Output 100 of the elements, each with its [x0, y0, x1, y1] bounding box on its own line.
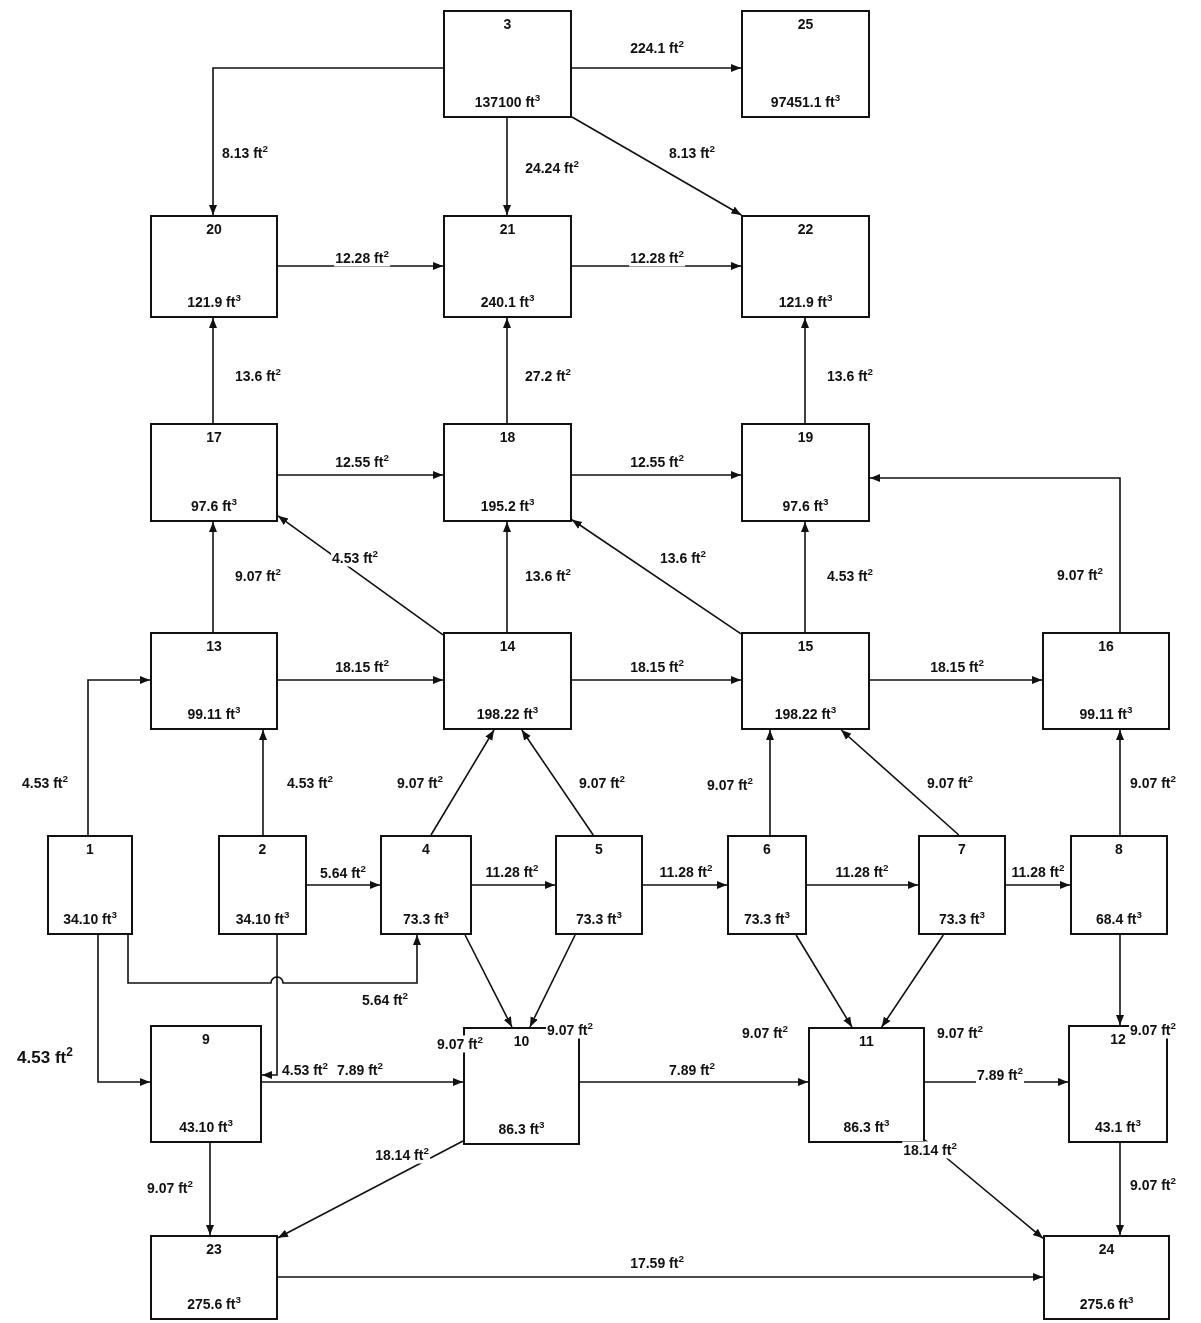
volume-label: 43.1 ft$^{3}$ [1095, 1117, 1141, 1135]
volume-label: 86.3 ft$^{3}$ [498, 1119, 545, 1137]
arrow [209, 317, 217, 424]
volume-label: 275.6 ft$^{3}$ [1079, 1294, 1134, 1312]
node-number: 5 [595, 841, 603, 857]
node-number: 13 [206, 638, 222, 654]
edge-label: 18.14 ft$^{2}$ [902, 1141, 958, 1159]
node-number: 15 [797, 638, 814, 654]
tank-box [47, 835, 133, 935]
volume-label: 73.3 ft$^{3}$ [576, 909, 622, 927]
arrow [571, 64, 742, 72]
node-number: 6 [763, 841, 771, 857]
volume-label: 198.22 ft$^{3}$ [774, 704, 837, 722]
tank-box [443, 632, 572, 730]
edge-label: 9.07 ft$^{2}$ [1129, 1021, 1177, 1039]
arrow [503, 117, 511, 216]
tank-box [150, 1235, 278, 1320]
volume-label: 275.6 ft$^{3}$ [187, 1294, 241, 1312]
arrow [471, 881, 556, 889]
arrow [869, 474, 1121, 633]
arrow [1116, 934, 1124, 1026]
arrow [521, 729, 594, 836]
node-number: 4 [422, 841, 430, 857]
volume-label: 121.9 ft$^{3}$ [187, 292, 241, 310]
node-number: 2 [258, 841, 267, 857]
volume-label: 97.6 ft$^{3}$ [191, 496, 237, 514]
arrow [87, 676, 151, 836]
arrow [571, 116, 743, 216]
volume-label: 198.22 ft$^{3}$ [476, 704, 539, 722]
tank-box [150, 632, 278, 730]
volume-label: 68.4 ft$^{3}$ [1096, 909, 1142, 927]
node-number: 19 [797, 429, 814, 445]
volume-label: 97.6 ft$^{3}$ [782, 496, 829, 514]
volume-label: 240.1 ft$^{3}$ [480, 292, 535, 310]
tank-box [150, 423, 278, 522]
arrow [1116, 1142, 1124, 1236]
arrow [430, 729, 495, 836]
arrow [259, 729, 267, 836]
node-number: 12 [1110, 1031, 1126, 1047]
arrow [464, 934, 513, 1028]
tank-box [741, 423, 870, 522]
tank-box [727, 835, 807, 935]
arrow [306, 881, 381, 889]
volume-label: 121.9 ft$^{3}$ [778, 292, 833, 310]
edge-label: 9.07 ft$^{2}$ [436, 1035, 484, 1053]
tank-box [463, 1027, 580, 1145]
tank-box [443, 423, 572, 522]
edge-label: 7.89 ft$^{2}$ [976, 1066, 1024, 1084]
arrow [880, 934, 945, 1028]
volume-label: 195.2 ft$^{3}$ [480, 496, 535, 514]
tank-box [741, 10, 870, 118]
tank-box [1043, 1235, 1170, 1320]
node-number: 16 [1098, 638, 1114, 654]
node-number: 17 [206, 429, 222, 445]
volume-label: 73.3 ft$^{3}$ [939, 909, 985, 927]
arrow [801, 317, 809, 424]
arrow [209, 521, 217, 633]
volume-label: 86.3 ft$^{3}$ [843, 1117, 890, 1135]
arrow [571, 471, 742, 479]
tank-box [555, 835, 643, 935]
volume-label: 73.3 ft$^{3}$ [744, 909, 790, 927]
arrow [503, 317, 511, 424]
arrow [571, 518, 742, 635]
tank-box [808, 1027, 925, 1143]
node-number: 21 [499, 221, 516, 237]
edge-label: 12.28 ft$^{2}$ [334, 249, 390, 267]
edge-label: 9.07 ft$^{2}$ [546, 1021, 594, 1039]
volume-label: 137100 ft$^{3}$ [474, 92, 541, 110]
arrow [1116, 729, 1124, 836]
node-number: 7 [958, 841, 966, 857]
node-number: 18 [499, 429, 516, 445]
edge-label: 12.28 ft$^{2}$ [629, 249, 685, 267]
volume-label: 99.11 ft$^{3}$ [187, 704, 241, 722]
tank-box [150, 1025, 262, 1143]
arrow [206, 1142, 214, 1236]
arrow [571, 676, 742, 684]
arrow [261, 1078, 464, 1086]
node-number: 11 [859, 1033, 874, 1049]
tank-box [218, 835, 307, 935]
arrow [277, 1273, 1044, 1281]
tank-box [380, 835, 472, 935]
volume-label: 99.11 ft$^{3}$ [1079, 704, 1133, 722]
arrow [642, 881, 728, 889]
arrow [766, 729, 774, 836]
node-number: 23 [206, 1241, 222, 1257]
edge-label: 18.14 ft$^{2}$ [374, 1146, 430, 1164]
node-number: 24 [1098, 1241, 1115, 1257]
arrow [801, 521, 809, 633]
volume-label: 73.3 ft$^{3}$ [403, 909, 449, 927]
arrow [277, 471, 444, 479]
arrow [840, 729, 960, 836]
arrow [261, 934, 278, 1079]
tank-box [741, 632, 870, 730]
arrow [277, 515, 444, 636]
tank-box [741, 215, 870, 318]
volume-label: 97451.1 ft$^{3}$ [770, 92, 841, 110]
node-number: 9 [202, 1031, 210, 1047]
arrow [97, 934, 151, 1086]
arrow [277, 676, 444, 684]
tank-box [443, 10, 572, 118]
